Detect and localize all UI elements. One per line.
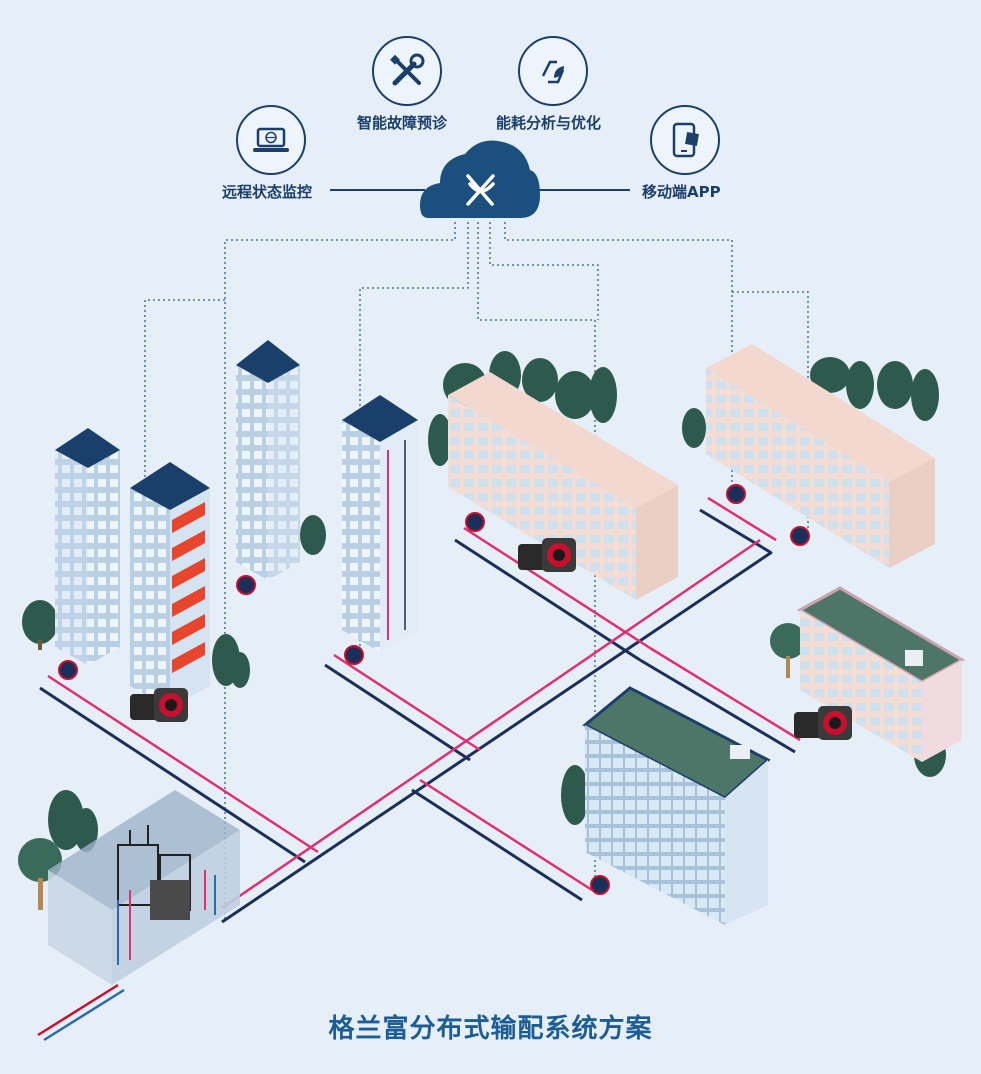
energy-analysis-label: 能耗分析与优化 — [496, 114, 602, 132]
energy-analysis-icon — [518, 36, 588, 106]
pumps — [130, 538, 852, 740]
fault-diagnosis-icon — [372, 36, 442, 106]
school-building — [796, 586, 966, 762]
cloud-logo-icon — [420, 140, 540, 218]
plant-room — [48, 790, 240, 985]
remote-monitoring-icon — [236, 105, 306, 175]
flow-valves — [58, 484, 810, 895]
fault-diagnosis-label: 智能故障预诊 — [357, 114, 448, 132]
office-block-2 — [706, 344, 935, 568]
residential-tower-3 — [236, 340, 300, 580]
residential-tower-radiators — [130, 462, 210, 708]
return-pipe-network — [39, 508, 796, 924]
mobile-app-label: 移动端APP — [642, 183, 721, 201]
supply-pipe-network — [47, 496, 801, 910]
residential-tower-1 — [55, 428, 120, 665]
remote-monitoring-label: 远程状态监控 — [222, 183, 313, 201]
commercial-office-tower — [582, 686, 771, 925]
mains-pipes — [37, 983, 125, 1042]
office-block-1 — [448, 372, 678, 600]
diagram-caption: 格兰富分布式输配系统方案 — [328, 1014, 653, 1044]
residential-tower-4 — [342, 395, 418, 652]
mobile-app-icon — [650, 105, 720, 175]
